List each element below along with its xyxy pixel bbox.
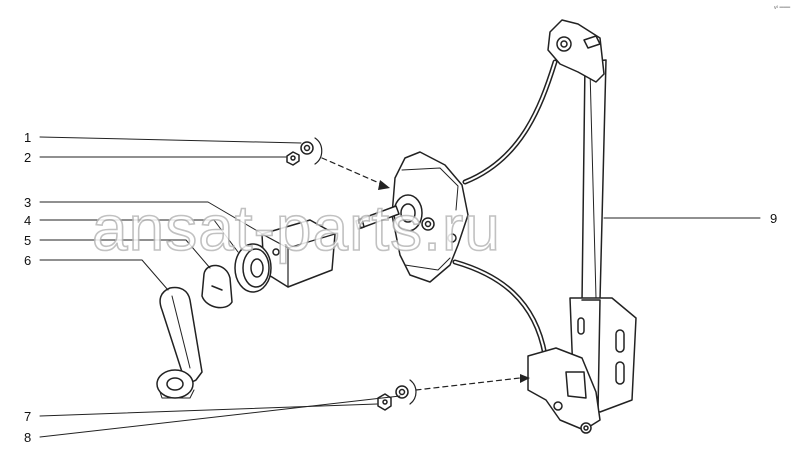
callout-9: 9 (770, 211, 777, 226)
callout-8: 8 (24, 430, 31, 445)
part-5-clip (201, 264, 233, 309)
part-3-pad (261, 219, 336, 288)
callout-7: 7 (24, 409, 31, 424)
part-8-washer (395, 385, 409, 399)
part-7-nut (377, 393, 392, 411)
callout-numbers: 1 2 3 4 5 6 7 8 9 (24, 130, 777, 445)
drive-housing (355, 151, 469, 283)
callout-5: 5 (24, 233, 31, 248)
callout-1: 1 (24, 130, 31, 145)
callout-4: 4 (24, 213, 31, 228)
callout-leaders (39, 136, 761, 438)
part-4-ring (234, 243, 272, 293)
assembly-leader-top (321, 157, 387, 187)
part-1-washer (300, 141, 314, 155)
assembly-leader-bottom (415, 377, 521, 391)
watermark: ansat-parts.ru (92, 192, 501, 264)
part-6-crank-handle (156, 286, 203, 399)
corner-mark: v² ═══ (774, 5, 791, 11)
callout-6: 6 (24, 253, 31, 268)
callout-2: 2 (24, 150, 31, 165)
callout-3: 3 (24, 195, 31, 210)
part-9-window-regulator (452, 19, 637, 434)
part-2-nut (286, 151, 300, 166)
